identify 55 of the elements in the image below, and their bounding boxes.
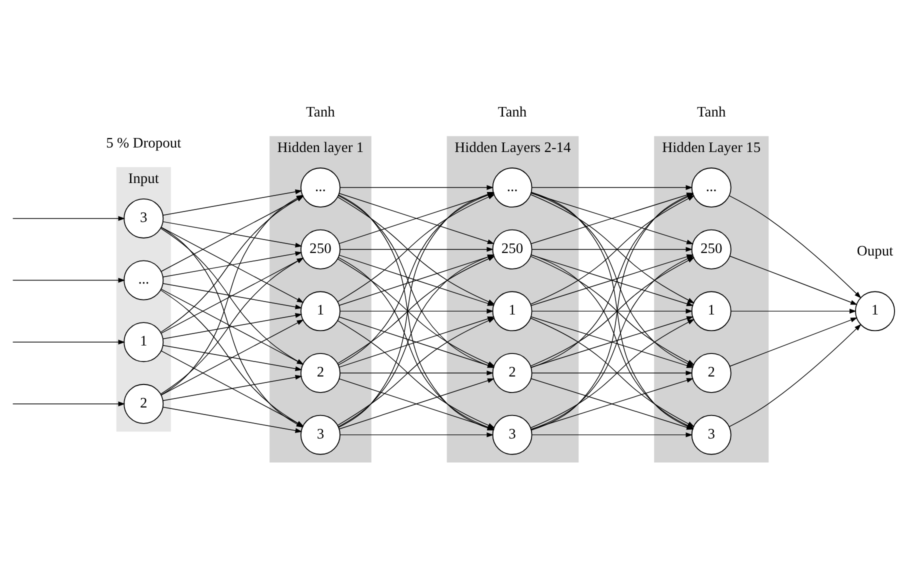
node-circle: ... (124, 260, 164, 300)
node-label: Tanh (696, 104, 726, 120)
node-circle: 2 (124, 384, 164, 424)
arrow (160, 320, 304, 396)
arrow (340, 432, 494, 438)
arrow (12, 401, 126, 406)
node-circle: 2 (492, 353, 532, 393)
arrow (532, 370, 693, 376)
arrow (160, 228, 304, 365)
arrow (12, 278, 126, 283)
node-circle: 250 (300, 229, 340, 270)
node-circle: 1 (300, 291, 340, 332)
arrow (12, 216, 126, 221)
arrow (532, 185, 693, 190)
arrow (160, 258, 304, 334)
arrow (162, 344, 302, 372)
node-label: Tanh (498, 104, 527, 120)
arrow (728, 324, 862, 428)
arrow (532, 308, 693, 314)
node-circle: 3 (492, 414, 532, 455)
node-circle: 3 (300, 414, 340, 455)
node-circle: ... (300, 168, 340, 208)
arrow (162, 374, 302, 402)
node-circle: 250 (691, 229, 732, 270)
node-circle: 1 (691, 291, 732, 332)
arrow (730, 308, 856, 314)
arrow (532, 246, 693, 252)
arrow (340, 246, 494, 252)
node-circle: 1 (124, 322, 164, 362)
arrow (162, 313, 302, 340)
node-circle: 2 (691, 353, 732, 393)
node-circle: 1 (492, 291, 532, 332)
arrow (162, 251, 302, 278)
arrow (160, 258, 304, 394)
node-circle: 3 (691, 414, 732, 455)
arrow (160, 288, 304, 365)
arrow (340, 370, 494, 376)
arrow (728, 195, 862, 298)
arrow (532, 432, 693, 438)
arrow (730, 256, 858, 305)
node-circle: 250 (492, 229, 532, 270)
arrow (162, 283, 302, 310)
arrow (340, 185, 494, 190)
node-label: Tanh (306, 104, 335, 120)
arrow (340, 308, 494, 314)
node-circle: ... (492, 168, 532, 208)
label: Ouput (856, 244, 894, 260)
arrow (162, 221, 302, 248)
arrow (160, 226, 304, 303)
node-circle: 2 (300, 353, 340, 393)
node-label: 5 % Dropout (106, 135, 182, 152)
arrow (12, 340, 126, 345)
node-circle: ... (691, 168, 732, 208)
node-circle: 3 (124, 198, 164, 238)
arrow (730, 318, 858, 367)
